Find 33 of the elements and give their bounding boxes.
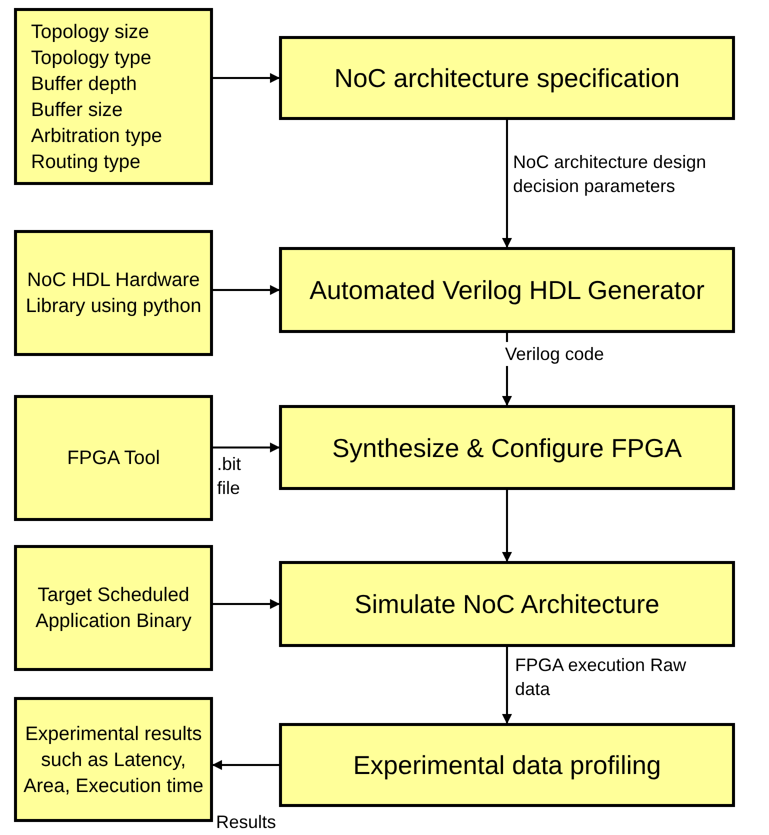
arrow: [212, 760, 279, 770]
node-text: Target Scheduled Application Binary: [34, 583, 193, 634]
node-text: Experimental data profiling: [353, 749, 661, 782]
arrow: [213, 442, 280, 452]
arrow: [213, 285, 280, 295]
process-box: [279, 723, 735, 807]
input-box: [14, 8, 213, 185]
arrow: [502, 647, 512, 724]
process-box: [279, 561, 735, 647]
process-box: [279, 247, 735, 333]
arrow: [502, 120, 512, 248]
input-box: [14, 395, 213, 521]
input-box: [14, 230, 213, 356]
node-text: FPGA Tool: [67, 446, 160, 471]
node-text: Topology size: [31, 20, 150, 44]
node-text: Topology type: [31, 46, 152, 70]
node-text: Buffer depth: [31, 72, 137, 96]
input-box: [14, 697, 213, 822]
node-text: Synthesize & Configure FPGA: [332, 432, 682, 464]
arrow: [502, 490, 512, 562]
node-text: NoC architecture specification: [334, 62, 680, 95]
process-box: [279, 36, 735, 120]
process-box: [279, 405, 735, 490]
node-text: Arbitration type: [31, 124, 162, 148]
node-text: Automated Verilog HDL Generator: [309, 274, 705, 307]
arrow: [213, 599, 280, 609]
node-text: NoC HDL Hardware Library using python: [24, 268, 202, 319]
input-box: [14, 545, 213, 671]
node-text: Simulate NoC Architecture: [354, 588, 660, 621]
node-text: Buffer size: [31, 98, 123, 122]
arrow: [213, 73, 280, 83]
node-text: Routing type: [31, 150, 140, 174]
node-text: Experimental results such as Latency, Area, Execution time: [22, 722, 204, 798]
